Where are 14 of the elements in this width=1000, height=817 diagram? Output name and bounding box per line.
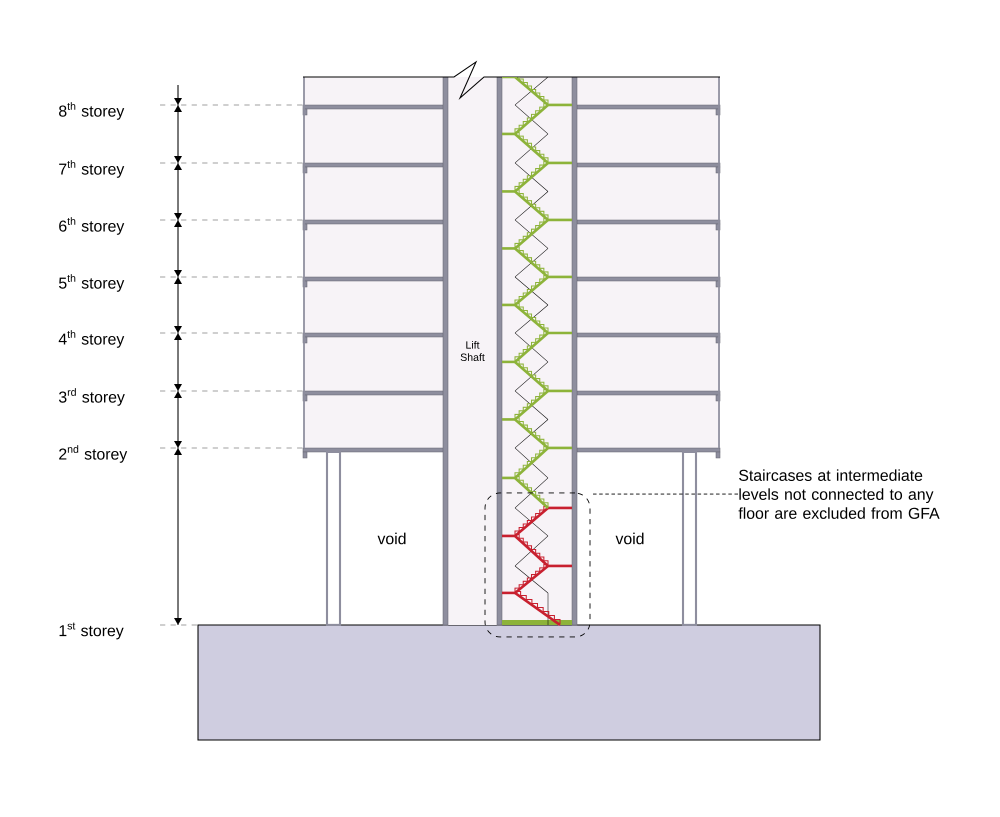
storey-label: 4$^{th}$ storey bbox=[58, 330, 124, 348]
void-space: void bbox=[378, 532, 406, 544]
callout-text: Staircases at intermediate levels not connected to any floor are excluded from GFA bbox=[738, 469, 940, 519]
leader-line bbox=[590, 494, 738, 495]
storey-label: 7$^{th}$ storey bbox=[59, 160, 124, 178]
storey-label: 2$^{nd}$ storey bbox=[59, 445, 128, 463]
storey-label: 1$^{st}$ storey bbox=[60, 622, 124, 640]
storey-label: 8$^{th}$ storey bbox=[59, 102, 124, 120]
storey-label: 5$^{th}$ storey bbox=[59, 274, 124, 292]
lift-shaft: Lift Shaft bbox=[460, 340, 485, 362]
void-space: void bbox=[616, 532, 644, 544]
storey-label: 3$^{rd}$ storey bbox=[58, 388, 125, 406]
storey-label: 6$^{th}$ storey bbox=[59, 217, 124, 235]
dashed-outline bbox=[484, 492, 590, 638]
